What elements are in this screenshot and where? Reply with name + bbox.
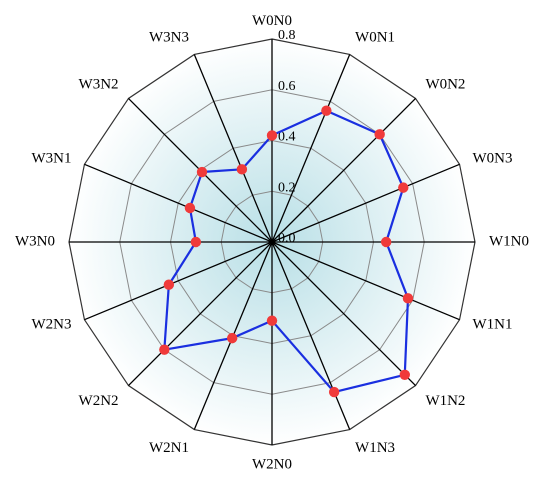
category-label-W3N2: W3N2	[79, 77, 119, 93]
data-point-W0N1	[321, 105, 332, 116]
r-tick-0-6: 0.6	[278, 79, 296, 94]
category-label-W0N1: W0N1	[355, 30, 395, 46]
data-point-W3N2	[196, 166, 208, 178]
data-point-W2N2	[159, 344, 170, 355]
data-point-W2N3	[163, 279, 175, 290]
data-point-W1N0	[380, 236, 392, 248]
r-tick-0-2: 0.2	[278, 180, 296, 195]
radial-tick-labels: 0.0 0.2 0.4 0.6 0.8	[278, 28, 296, 246]
category-label-W2N2: W2N2	[79, 393, 119, 409]
category-label-W2N0: W2N0	[252, 457, 292, 473]
category-label-W0N3: W0N3	[472, 150, 512, 166]
category-label-W1N3: W1N3	[355, 440, 395, 456]
data-point-W2N0	[266, 315, 278, 326]
category-label-W0N2: W0N2	[425, 77, 465, 93]
category-label-W3N1: W3N1	[32, 150, 72, 166]
data-point-W1N2	[399, 369, 410, 380]
category-label-W1N1: W1N1	[472, 316, 512, 332]
spoke-W1N2	[271, 241, 416, 386]
category-label-W1N2: W1N2	[425, 393, 465, 409]
spoke-W2N3	[84, 241, 273, 321]
spokes	[69, 39, 475, 445]
spoke-W2N2	[128, 241, 273, 386]
data-point-W1N3	[328, 386, 340, 398]
spoke-W1N1	[271, 241, 460, 321]
category-label-W2N3: W2N3	[32, 316, 72, 332]
data-point-W3N0	[190, 236, 202, 248]
category-label-W3N3: W3N3	[149, 30, 189, 46]
r-tick-0-4: 0.4	[278, 130, 296, 145]
data-point-W0N0	[266, 130, 278, 141]
data-point-W0N3	[398, 182, 409, 193]
spoke-W0N3	[271, 163, 460, 243]
r-tick-0-8: 0.8	[278, 28, 296, 43]
data-point-W3N1	[184, 202, 196, 214]
spoke-W0N1	[271, 54, 351, 243]
category-label-W3N0: W3N0	[15, 233, 55, 249]
data-point-W2N1	[226, 332, 238, 344]
spoke-W3N3	[193, 54, 273, 243]
series	[159, 105, 414, 398]
data-point-W3N3	[236, 164, 248, 175]
spoke-W3N1	[84, 163, 273, 243]
category-label-W0N0: W0N0	[252, 13, 292, 29]
category-label-W1N0: W1N0	[489, 233, 529, 249]
category-label-W2N1: W2N1	[149, 440, 189, 456]
spoke-W1N3	[271, 241, 351, 430]
spoke-W0N2	[271, 98, 416, 243]
data-point-W0N2	[374, 129, 385, 140]
data-point-W1N1	[402, 293, 414, 304]
r-tick-0-0: 0.0	[278, 231, 296, 246]
